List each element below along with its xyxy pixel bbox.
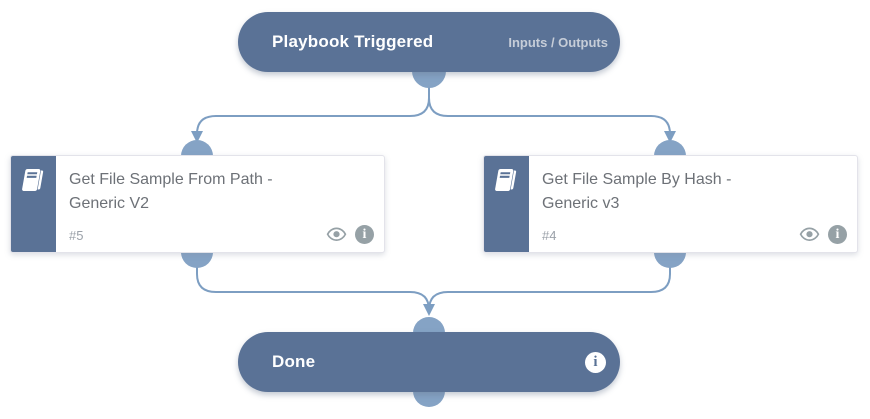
task-icons: i [799,225,847,244]
task-type-strip [484,156,529,252]
trigger-node[interactable]: Playbook Triggered Inputs / Outputs [238,12,620,72]
task-body: Get File Sample By Hash - Generic v3 #4 … [529,156,857,252]
connector-line [191,78,430,143]
trigger-node-label: Playbook Triggered [272,32,434,51]
info-icon[interactable]: i [355,225,374,244]
eye-icon[interactable] [326,227,347,242]
task-number: #4 [542,228,557,243]
playbook-icon [21,168,44,192]
task-title: Get File Sample By Hash - Generic v3 [542,171,732,212]
connector-line [428,264,671,312]
inputs-outputs-link[interactable]: Inputs / Outputs [508,34,608,50]
connector-line [428,78,676,143]
task-card-get-file-sample-from-path[interactable]: Get File Sample From Path - Generic V2 #… [10,155,385,253]
task-type-strip [11,156,56,252]
done-node[interactable]: Done i [238,332,620,392]
task-card-get-file-sample-by-hash[interactable]: Get File Sample By Hash - Generic v3 #4 … [483,155,858,253]
info-glyph: i [362,226,367,242]
connector-line [196,264,435,316]
task-body: Get File Sample From Path - Generic V2 #… [56,156,384,252]
info-glyph: i [835,226,840,242]
playbook-icon [494,168,517,192]
done-node-label: Done [272,352,316,371]
task-title: Get File Sample From Path - Generic V2 [69,171,273,212]
info-glyph: i [593,353,598,370]
info-icon[interactable]: i [585,351,606,373]
task-icons: i [326,225,374,244]
info-icon[interactable]: i [828,225,847,244]
eye-icon[interactable] [799,227,820,242]
task-number: #5 [69,228,84,243]
